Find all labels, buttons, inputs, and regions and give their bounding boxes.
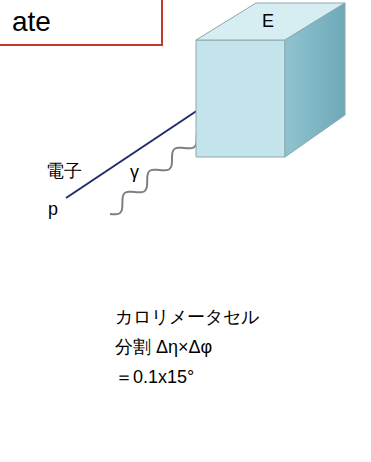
calorimeter-cell: E: [190, 0, 350, 162]
energy-label: E: [262, 10, 274, 32]
particle-symbol: p: [46, 198, 60, 220]
front-face: [196, 40, 285, 157]
particle-name: 電子: [44, 160, 84, 182]
note-text: ＝0.1x15°: [113, 366, 196, 388]
note-text: カロリメータセル: [113, 306, 261, 328]
photon-symbol: γ: [128, 161, 141, 183]
side-face: [285, 3, 345, 157]
note-text: 分割 Δη×Δφ: [113, 336, 214, 358]
title-box: ate: [0, 0, 163, 46]
heading-text: ate: [0, 0, 51, 44]
